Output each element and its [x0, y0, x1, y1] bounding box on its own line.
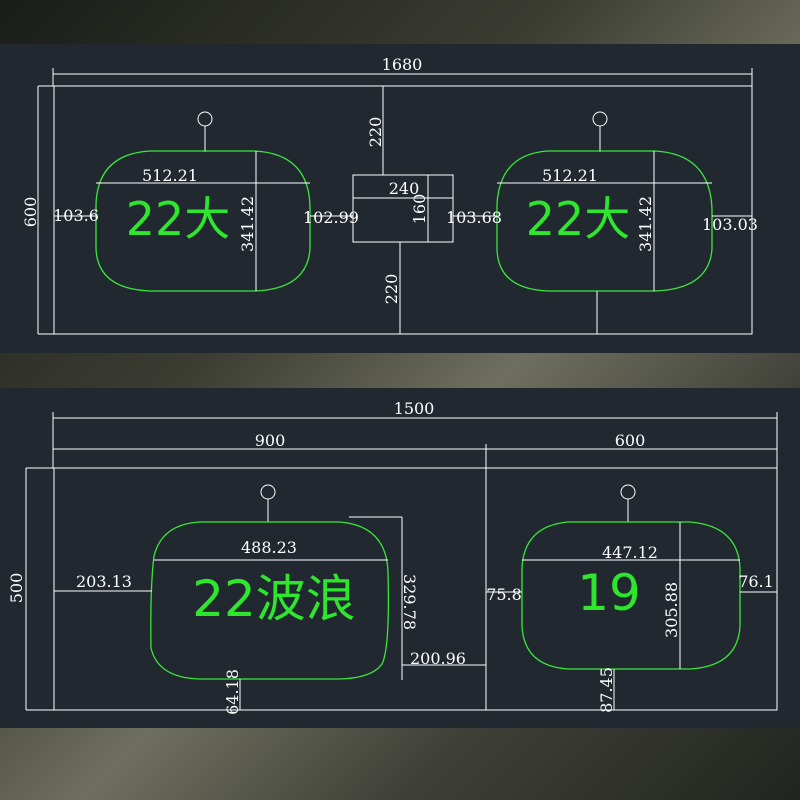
top-left-basin-left-gap-label: 103.6 [53, 206, 99, 225]
bottom-left-basin-model-label: 22波浪 [192, 570, 356, 628]
bottom-cad-drawing: 1500 900 600 500 [7, 399, 778, 715]
bottom-left-faucet-icon [260, 484, 276, 500]
top-right-basin: 512.21 341.42 103.68 103.03 22大 [446, 111, 758, 334]
top-cad-drawing: 1680 600 220 220 240 160 512.2 [21, 55, 758, 335]
bottom-right-section-label: 600 [615, 431, 646, 450]
top-height-dimension: 600 [21, 85, 54, 335]
top-center-top-label: 220 [366, 117, 385, 148]
top-box-height-label: 160 [410, 194, 429, 225]
bottom-drawing-panel: 1500 900 600 500 [0, 388, 800, 728]
bottom-overall-width-label: 1500 [394, 399, 435, 418]
bottom-right-basin-model-label: 19 [577, 564, 641, 622]
top-right-basin-depth-label: 341.42 [636, 196, 655, 252]
bottom-right-basin-left-gap-label: 75.8 [486, 585, 522, 604]
bottom-left-basin-width-label: 488.23 [241, 538, 297, 557]
bottom-height-label: 500 [7, 573, 26, 604]
top-center-bottom-label: 220 [382, 274, 401, 305]
top-right-basin-width-label: 512.21 [542, 166, 598, 185]
top-overall-dimension: 1680 [52, 55, 753, 86]
bottom-left-section-label: 900 [255, 431, 286, 450]
bottom-countertop-outline [53, 467, 778, 711]
top-center-box [352, 174, 454, 243]
bottom-left-basin-left-gap-label: 203.13 [76, 572, 132, 591]
bottom-left-basin-bottom-gap-label: 64.18 [223, 669, 242, 715]
bottom-right-basin-outline [521, 521, 741, 670]
top-left-basin-depth-label: 341.42 [238, 196, 257, 252]
top-right-basin-left-gap-label: 103.68 [446, 208, 502, 227]
top-drawing-panel: 1680 600 220 220 240 160 512.2 [0, 44, 800, 353]
bottom-height-dimension: 500 [7, 467, 54, 711]
top-right-basin-model-label: 22大 [526, 192, 631, 246]
bottom-left-basin-right-gap-label: 200.96 [410, 649, 466, 668]
top-right-basin-right-gap-label: 103.03 [702, 215, 758, 234]
top-right-basin-outline [496, 150, 713, 292]
top-right-faucet-icon [592, 111, 608, 127]
top-left-basin-outline [95, 150, 311, 292]
top-box-width-label: 240 [389, 179, 420, 198]
bottom-right-basin-depth-label: 305.88 [662, 582, 681, 638]
bottom-right-basin-right-gap-label: 76.1 [738, 572, 774, 591]
bottom-right-basin: 447.12 305.88 75.8 76.1 87.45 19 [486, 484, 777, 713]
bottom-left-basin-outline [150, 521, 390, 680]
top-countertop-outline [53, 85, 753, 335]
bottom-right-basin-bottom-gap-label: 87.45 [597, 667, 616, 713]
bottom-section-dimensions: 900 600 [53, 431, 777, 468]
top-height-label: 600 [21, 197, 40, 228]
top-left-basin-model-label: 22大 [126, 192, 231, 246]
top-overall-width-label: 1680 [382, 55, 423, 74]
bottom-left-basin: 488.23 329.78 203.13 200.96 64.18 22波浪 [54, 484, 486, 715]
bottom-right-faucet-icon [620, 484, 636, 500]
top-left-faucet-icon [197, 111, 213, 127]
bottom-left-basin-depth-label: 329.78 [400, 574, 419, 630]
bottom-right-basin-width-label: 447.12 [602, 543, 658, 562]
bottom-overall-dimension: 1500 [52, 399, 778, 468]
top-left-basin: 512.21 341.42 103.6 102.99 22大 [53, 111, 359, 292]
top-left-basin-width-label: 512.21 [142, 166, 198, 185]
top-left-basin-right-gap-label: 102.99 [303, 208, 359, 227]
